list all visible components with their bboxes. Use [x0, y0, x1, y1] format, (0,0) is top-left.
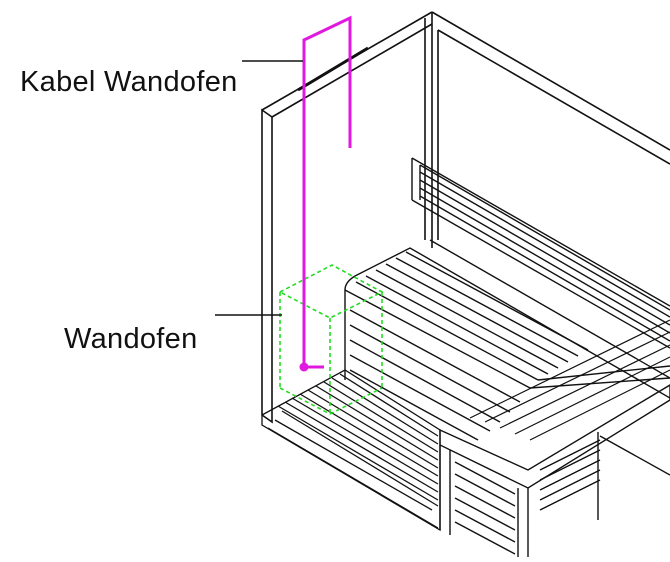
- floor-grating: [262, 370, 440, 530]
- cable-label: Kabel Wandofen: [20, 66, 238, 98]
- left-wall: [262, 12, 432, 422]
- oven-label: Wandofen: [64, 323, 198, 355]
- upper-bench: [345, 248, 670, 440]
- backrest: [412, 158, 670, 378]
- wall-oven-outline: [280, 265, 382, 414]
- oven-cable: [299, 18, 350, 372]
- back-wall: [425, 12, 670, 248]
- leader-lines: [215, 61, 303, 315]
